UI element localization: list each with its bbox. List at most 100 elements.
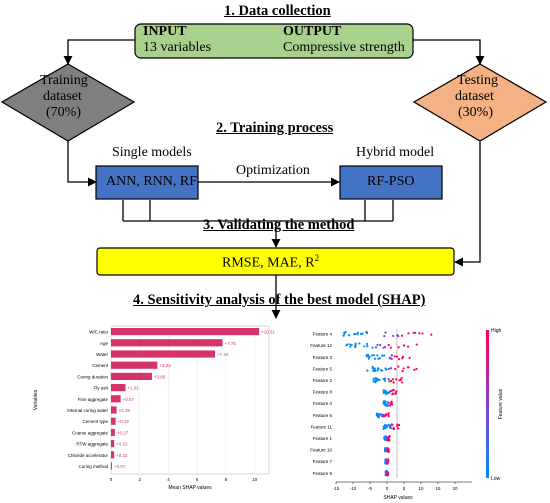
training-line-1: Training (40, 73, 88, 88)
beeswarm-point (374, 369, 377, 373)
beeswarm-point (388, 380, 391, 383)
beeswarm-x-tick-label: 15 (435, 486, 441, 491)
beeswarm-point (386, 449, 389, 452)
beeswarm-point (399, 378, 402, 382)
bar (111, 428, 115, 436)
colorbar-low-label: Low (491, 476, 501, 482)
beeswarm-point (396, 423, 399, 426)
beeswarm-point (385, 447, 389, 450)
beeswarm-point (385, 471, 389, 474)
bar-x-axis-title: Mean SHAP values (168, 485, 212, 491)
bar-value-label: +1.01 (128, 386, 140, 391)
beeswarm-point (372, 377, 375, 380)
beeswarm-point (387, 377, 390, 381)
beeswarm-feature-label: Feature 11 (311, 424, 333, 429)
beeswarm-point (385, 414, 388, 417)
bar (111, 406, 117, 414)
beeswarm-point (377, 367, 380, 370)
bar-category-label: Age (100, 341, 109, 346)
output-label: OUTPUT (283, 24, 342, 39)
beeswarm-point (400, 334, 404, 337)
beeswarm-point (391, 393, 394, 396)
beeswarm-point (382, 425, 385, 428)
training-line-2: dataset (43, 89, 82, 104)
beeswarm-feature-label: Feature 0 (313, 401, 333, 406)
beeswarm-point (366, 353, 369, 357)
beeswarm-point (356, 331, 359, 334)
testing-dataset-diamond (412, 63, 548, 142)
bar-value-label: +0.32 (118, 419, 130, 424)
beeswarm-x-tick-label: -5 (368, 486, 372, 491)
beeswarm-point (358, 342, 361, 345)
beeswarm-point (349, 345, 352, 348)
beeswarm-point (397, 346, 400, 349)
beeswarm-point (401, 369, 404, 373)
beeswarm-point (372, 380, 375, 383)
bar-category-label: Cement type (82, 419, 108, 424)
beeswarm-point (354, 346, 357, 349)
beeswarm-feature-label: Feature 6 (313, 413, 333, 418)
bar-value-label: +0.27 (117, 430, 129, 435)
beeswarm-point (384, 404, 387, 407)
bar-x-tick-label: 8 (225, 477, 228, 482)
beeswarm-point (413, 368, 416, 371)
beeswarm-point (376, 369, 379, 372)
beeswarm-point (382, 400, 385, 403)
section-title-data-collection: 1. Data collection (224, 3, 331, 19)
bar-category-label: Coarse aggregate (72, 430, 109, 435)
bar (111, 395, 121, 403)
bar-category-label: Cement (92, 363, 109, 368)
beeswarm-point (430, 333, 433, 336)
beeswarm-point (396, 425, 399, 428)
optimization-label: Optimization (236, 163, 310, 178)
beeswarm-point (374, 346, 378, 349)
beeswarm-point (394, 367, 397, 371)
beeswarm-point (381, 415, 385, 418)
beeswarm-point (394, 391, 397, 394)
beeswarm-point (402, 367, 405, 370)
beeswarm-point (401, 357, 404, 360)
beeswarm-point (385, 392, 388, 396)
bar-y-axis-title: Variables (33, 389, 39, 410)
beeswarm-point (377, 412, 380, 416)
beeswarm-point (383, 335, 386, 338)
section-title-sensitivity: 4. Sensitivity analysis of the best mode… (133, 292, 426, 308)
beeswarm-x-tick-label: -10 (350, 486, 357, 491)
beeswarm-point (354, 342, 357, 345)
testing-line-1: Testing (457, 73, 499, 88)
beeswarm-point (371, 365, 374, 368)
beeswarm-point (371, 346, 374, 349)
beeswarm-point (386, 403, 389, 406)
beeswarm-point (383, 379, 387, 382)
bar-value-label: +7.24 (217, 352, 229, 357)
bar-x-tick-label: 6 (196, 477, 199, 482)
beeswarm-point (392, 334, 395, 338)
beeswarm-point (400, 377, 403, 380)
beeswarm-point (366, 345, 369, 348)
beeswarm-feature-label: Feature 8 (313, 390, 333, 395)
beeswarm-point (387, 436, 390, 439)
bar (111, 350, 215, 358)
testing-line-3: (30%) (458, 105, 493, 120)
beeswarm-point (385, 459, 389, 462)
beeswarm-point (390, 423, 393, 426)
bar-value-label: +10.31 (261, 330, 275, 335)
beeswarm-point (366, 342, 369, 346)
beeswarm-point (384, 331, 387, 334)
beeswarm-point (377, 357, 380, 360)
beeswarm-point (386, 424, 389, 427)
beeswarm-point (387, 413, 390, 416)
beeswarm-x-tick-label: 10 (418, 486, 424, 491)
beeswarm-point (382, 389, 385, 392)
beeswarm-point (365, 331, 369, 335)
beeswarm-feature-label: Feature 12 (310, 343, 332, 348)
beeswarm-feature-label: Feature 4 (313, 332, 333, 337)
beeswarm-point (397, 427, 400, 430)
bar-category-label: Fly ash (93, 386, 108, 391)
bar-category-label: Chloride accelerator (68, 453, 109, 458)
beeswarm-point (400, 381, 404, 384)
arrow-data-to-testing (413, 39, 485, 65)
beeswarm-point (376, 354, 379, 357)
hybrid-model-box-label: RF-PSO (367, 174, 415, 189)
beeswarm-point (386, 473, 389, 476)
